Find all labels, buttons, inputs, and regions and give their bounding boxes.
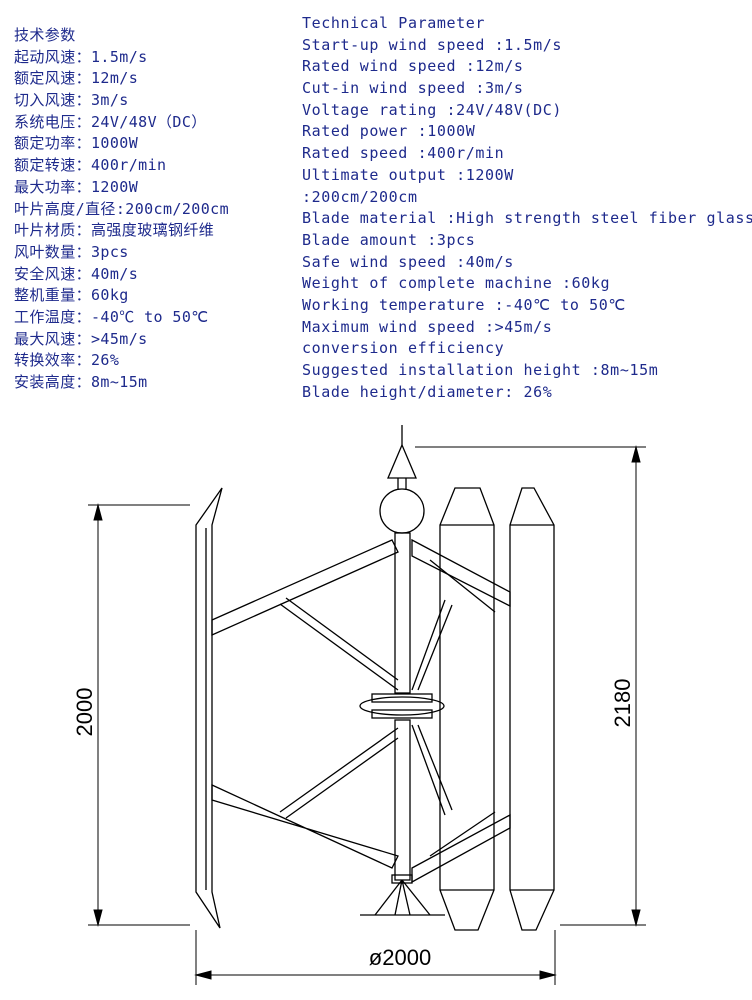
right-blade-back xyxy=(509,487,555,931)
spec-line: Rated power :1000W xyxy=(302,122,476,141)
english-spec-title: Technical Parameter xyxy=(302,14,485,32)
dimension-diameter xyxy=(194,930,557,985)
spec-line: Safe wind speed :40m/s xyxy=(302,252,514,271)
spec-line: Rated speed :400r/min xyxy=(302,144,505,163)
generator-hub xyxy=(359,693,445,719)
spec-line: conversion efficiency xyxy=(302,339,505,358)
spec-line: Maximum wind speed :>45m/s xyxy=(302,317,553,336)
spec-line: Blade amount :3pcs xyxy=(302,230,476,249)
spec-line: Ultimate output :1200W xyxy=(302,165,514,184)
spec-line: 安装高度：8m~15m xyxy=(14,373,148,391)
spec-line: 整机重量：60kg xyxy=(14,286,129,305)
spec-line: 切入风速：3m/s xyxy=(14,91,129,110)
dimension-total-height xyxy=(415,445,646,927)
spec-line: 额定转速：400r/min xyxy=(14,156,167,175)
spec-line: 最大功率：1200W xyxy=(14,177,139,196)
spec-line: Suggested installation height :8m~15m xyxy=(302,361,659,379)
english-spec-list: Technical Parameter Start-up wind speed … xyxy=(302,13,752,403)
spec-line: Blade height/diameter: 26% xyxy=(302,382,553,401)
spec-line: Start-up wind speed :1.5m/s xyxy=(302,35,563,54)
spec-line: Cut-in wind speed :3m/s xyxy=(302,79,524,98)
chinese-spec-list: 技术参数 起动风速：1.5m/s 额定风速：12m/s 切入风速：3m/s 系统电压：… xyxy=(14,25,229,394)
spec-line: Weight of complete machine :60kg xyxy=(302,274,611,293)
spec-line: :200cm/200cm xyxy=(302,187,418,206)
spec-line: 安全风速：40m/s xyxy=(14,264,139,283)
spec-line: Voltage rating :24V/48V(DC) xyxy=(302,100,563,119)
spec-line: 工作温度：-40℃ to 50℃ xyxy=(14,307,209,326)
spec-line: Blade material :High strength steel fibe… xyxy=(302,209,752,228)
dimension-blade-height xyxy=(88,503,190,927)
spec-line: 最大风速：>45m/s xyxy=(14,329,148,348)
support-arms xyxy=(211,538,511,884)
spec-line: 叶片高度/直径:200cm/200cm xyxy=(14,199,230,218)
chinese-spec-title: 技术参数 xyxy=(14,26,76,44)
tower-base xyxy=(360,874,445,916)
spec-line: 起动风速：1.5m/s xyxy=(14,47,148,66)
spec-line: Rated wind speed :12m/s xyxy=(302,57,524,76)
center-shaft xyxy=(379,425,425,881)
spec-line: 额定风速：12m/s xyxy=(14,69,139,88)
spec-line: Working temperature :-40℃ to 50℃ xyxy=(302,295,626,314)
spec-line: 叶片材质：高强度玻璃钢纤维 xyxy=(14,221,215,240)
blade-height-label: 2000 xyxy=(72,688,97,737)
total-height-label: 2180 xyxy=(610,679,635,728)
diameter-label: ø2000 xyxy=(369,945,431,970)
left-blade xyxy=(195,487,223,929)
right-blade-front xyxy=(439,487,495,931)
spec-line: 风叶数量：3pcs xyxy=(14,242,129,261)
spec-line: 系统电压：24V/48V（DC） xyxy=(14,112,207,131)
spec-line: 转换效率：26% xyxy=(14,351,120,370)
spec-line: 额定功率：1000W xyxy=(14,134,139,153)
